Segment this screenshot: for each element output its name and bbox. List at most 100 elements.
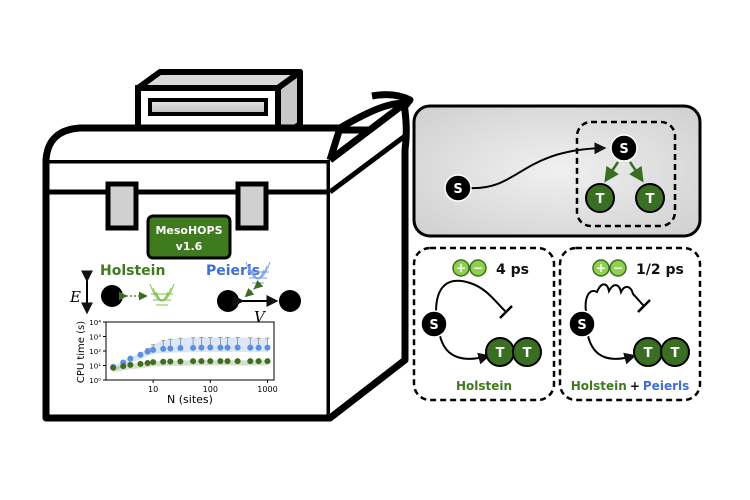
data-point <box>247 344 254 351</box>
holstein-potential-well-icon <box>149 283 175 306</box>
mesohops-badge: MesoHOPS v1.6 <box>146 214 232 260</box>
data-point <box>234 344 241 351</box>
data-point <box>167 358 174 365</box>
svg-text:−: − <box>613 261 623 275</box>
data-point <box>150 346 157 353</box>
data-point <box>150 359 157 366</box>
data-point <box>177 358 184 365</box>
data-point <box>127 361 134 368</box>
triplet-pair: T T <box>633 337 690 367</box>
singlet-fission-panel: S S T T <box>412 104 702 238</box>
x-tick-label: 1000 <box>257 385 277 394</box>
toolbox-handle <box>135 69 303 143</box>
svg-text:T: T <box>596 192 605 207</box>
data-point <box>177 345 184 352</box>
y-tick-label: 10⁰ <box>89 377 101 385</box>
y-tick-label: 10³ <box>89 334 101 342</box>
data-point <box>234 358 241 365</box>
data-point <box>137 360 144 367</box>
peierls-label: Peierls <box>206 263 260 279</box>
energy-axis-label: E <box>69 288 81 306</box>
x-tick-label: 10 <box>148 385 158 394</box>
triplet-node-right: T <box>635 183 665 213</box>
toolbox-latch-right <box>235 181 269 231</box>
holstein-schematic: E <box>69 270 175 315</box>
data-point <box>224 358 231 365</box>
data-point <box>264 344 271 351</box>
data-point <box>144 348 151 355</box>
data-point <box>255 358 262 365</box>
svg-text:T: T <box>644 346 653 361</box>
badge-version: v1.6 <box>176 240 203 253</box>
data-point <box>160 345 167 352</box>
svg-text:S: S <box>453 182 462 197</box>
inhibited-pathway <box>435 279 507 313</box>
data-point <box>144 359 151 366</box>
data-point <box>217 358 224 365</box>
data-point <box>127 355 134 362</box>
y-tick-label: 10⁴ <box>89 319 101 327</box>
charge-transfer-icon: + − <box>452 259 487 277</box>
svg-text:S: S <box>619 142 628 157</box>
triplet-pair: T T <box>485 337 542 367</box>
data-point <box>167 345 174 352</box>
transport-arrow <box>469 142 607 190</box>
svg-text:T: T <box>523 346 532 361</box>
holstein-peierls-time: 1/2 ps <box>636 262 684 278</box>
svg-text:T: T <box>646 192 655 207</box>
svg-text:+: + <box>596 261 606 275</box>
holstein-peierls-panel-label: Holstein+Peierls <box>571 379 690 393</box>
svg-text:S: S <box>429 318 438 333</box>
y-tick-label: 10¹ <box>89 363 101 371</box>
data-point <box>207 358 214 365</box>
wavy-inhibited-pathway <box>584 283 645 313</box>
chart-ylabel: CPU time (s) <box>76 321 87 383</box>
holstein-site <box>101 285 123 307</box>
singlet-node-dimer: S <box>610 134 638 162</box>
peierls-site-right <box>279 290 301 312</box>
x-tick-label: 100 <box>203 385 218 394</box>
data-point <box>160 358 167 365</box>
toolbox-latch-left <box>105 181 139 231</box>
svg-text:T: T <box>496 346 505 361</box>
holstein-label: Holstein <box>100 263 165 279</box>
peierls-potential-well-icon <box>245 261 271 284</box>
y-tick-label: 10² <box>89 348 101 356</box>
holstein-panel: + − 4 ps S T T Holstein <box>412 246 556 402</box>
data-point <box>207 344 214 351</box>
svg-text:T: T <box>671 346 680 361</box>
data-point <box>190 344 197 351</box>
data-point <box>247 358 254 365</box>
data-point <box>120 363 127 370</box>
peierls-schematic: V <box>217 261 301 326</box>
singlet-node-origin: S <box>444 174 472 202</box>
data-point <box>198 358 205 365</box>
dimer-box <box>575 120 677 228</box>
data-point <box>217 344 224 351</box>
fission-pathway <box>439 335 491 365</box>
data-point <box>137 351 144 358</box>
toolbox: MesoHOPS v1.6 Holstein Peierls E <box>42 69 414 422</box>
charge-transfer-icon: + − <box>592 259 627 277</box>
chart-frame <box>105 321 275 381</box>
peierls-site-left <box>217 290 239 312</box>
svg-text:S: S <box>577 318 586 333</box>
holstein-panel-label: Holstein <box>456 379 512 393</box>
fission-pathway <box>587 335 637 365</box>
chart-marks <box>110 336 271 373</box>
data-point <box>255 344 262 351</box>
data-point <box>198 344 205 351</box>
holstein-peierls-panel: + − 1/2 ps S T T Holstein+Peierls <box>558 246 702 402</box>
data-point <box>224 344 231 351</box>
svg-text:+: + <box>456 261 466 275</box>
data-point <box>264 358 271 365</box>
holstein-time: 4 ps <box>496 262 529 278</box>
triplet-node-left: T <box>585 183 615 213</box>
data-point <box>190 358 197 365</box>
chart-xlabel: N (sites) <box>167 393 213 406</box>
chart-ticks: 10 100 1000 10⁰ 10¹ 10² 10³ 10⁴ <box>89 319 277 394</box>
badge-title: MesoHOPS <box>155 224 222 237</box>
singlet-node: S <box>420 310 448 338</box>
